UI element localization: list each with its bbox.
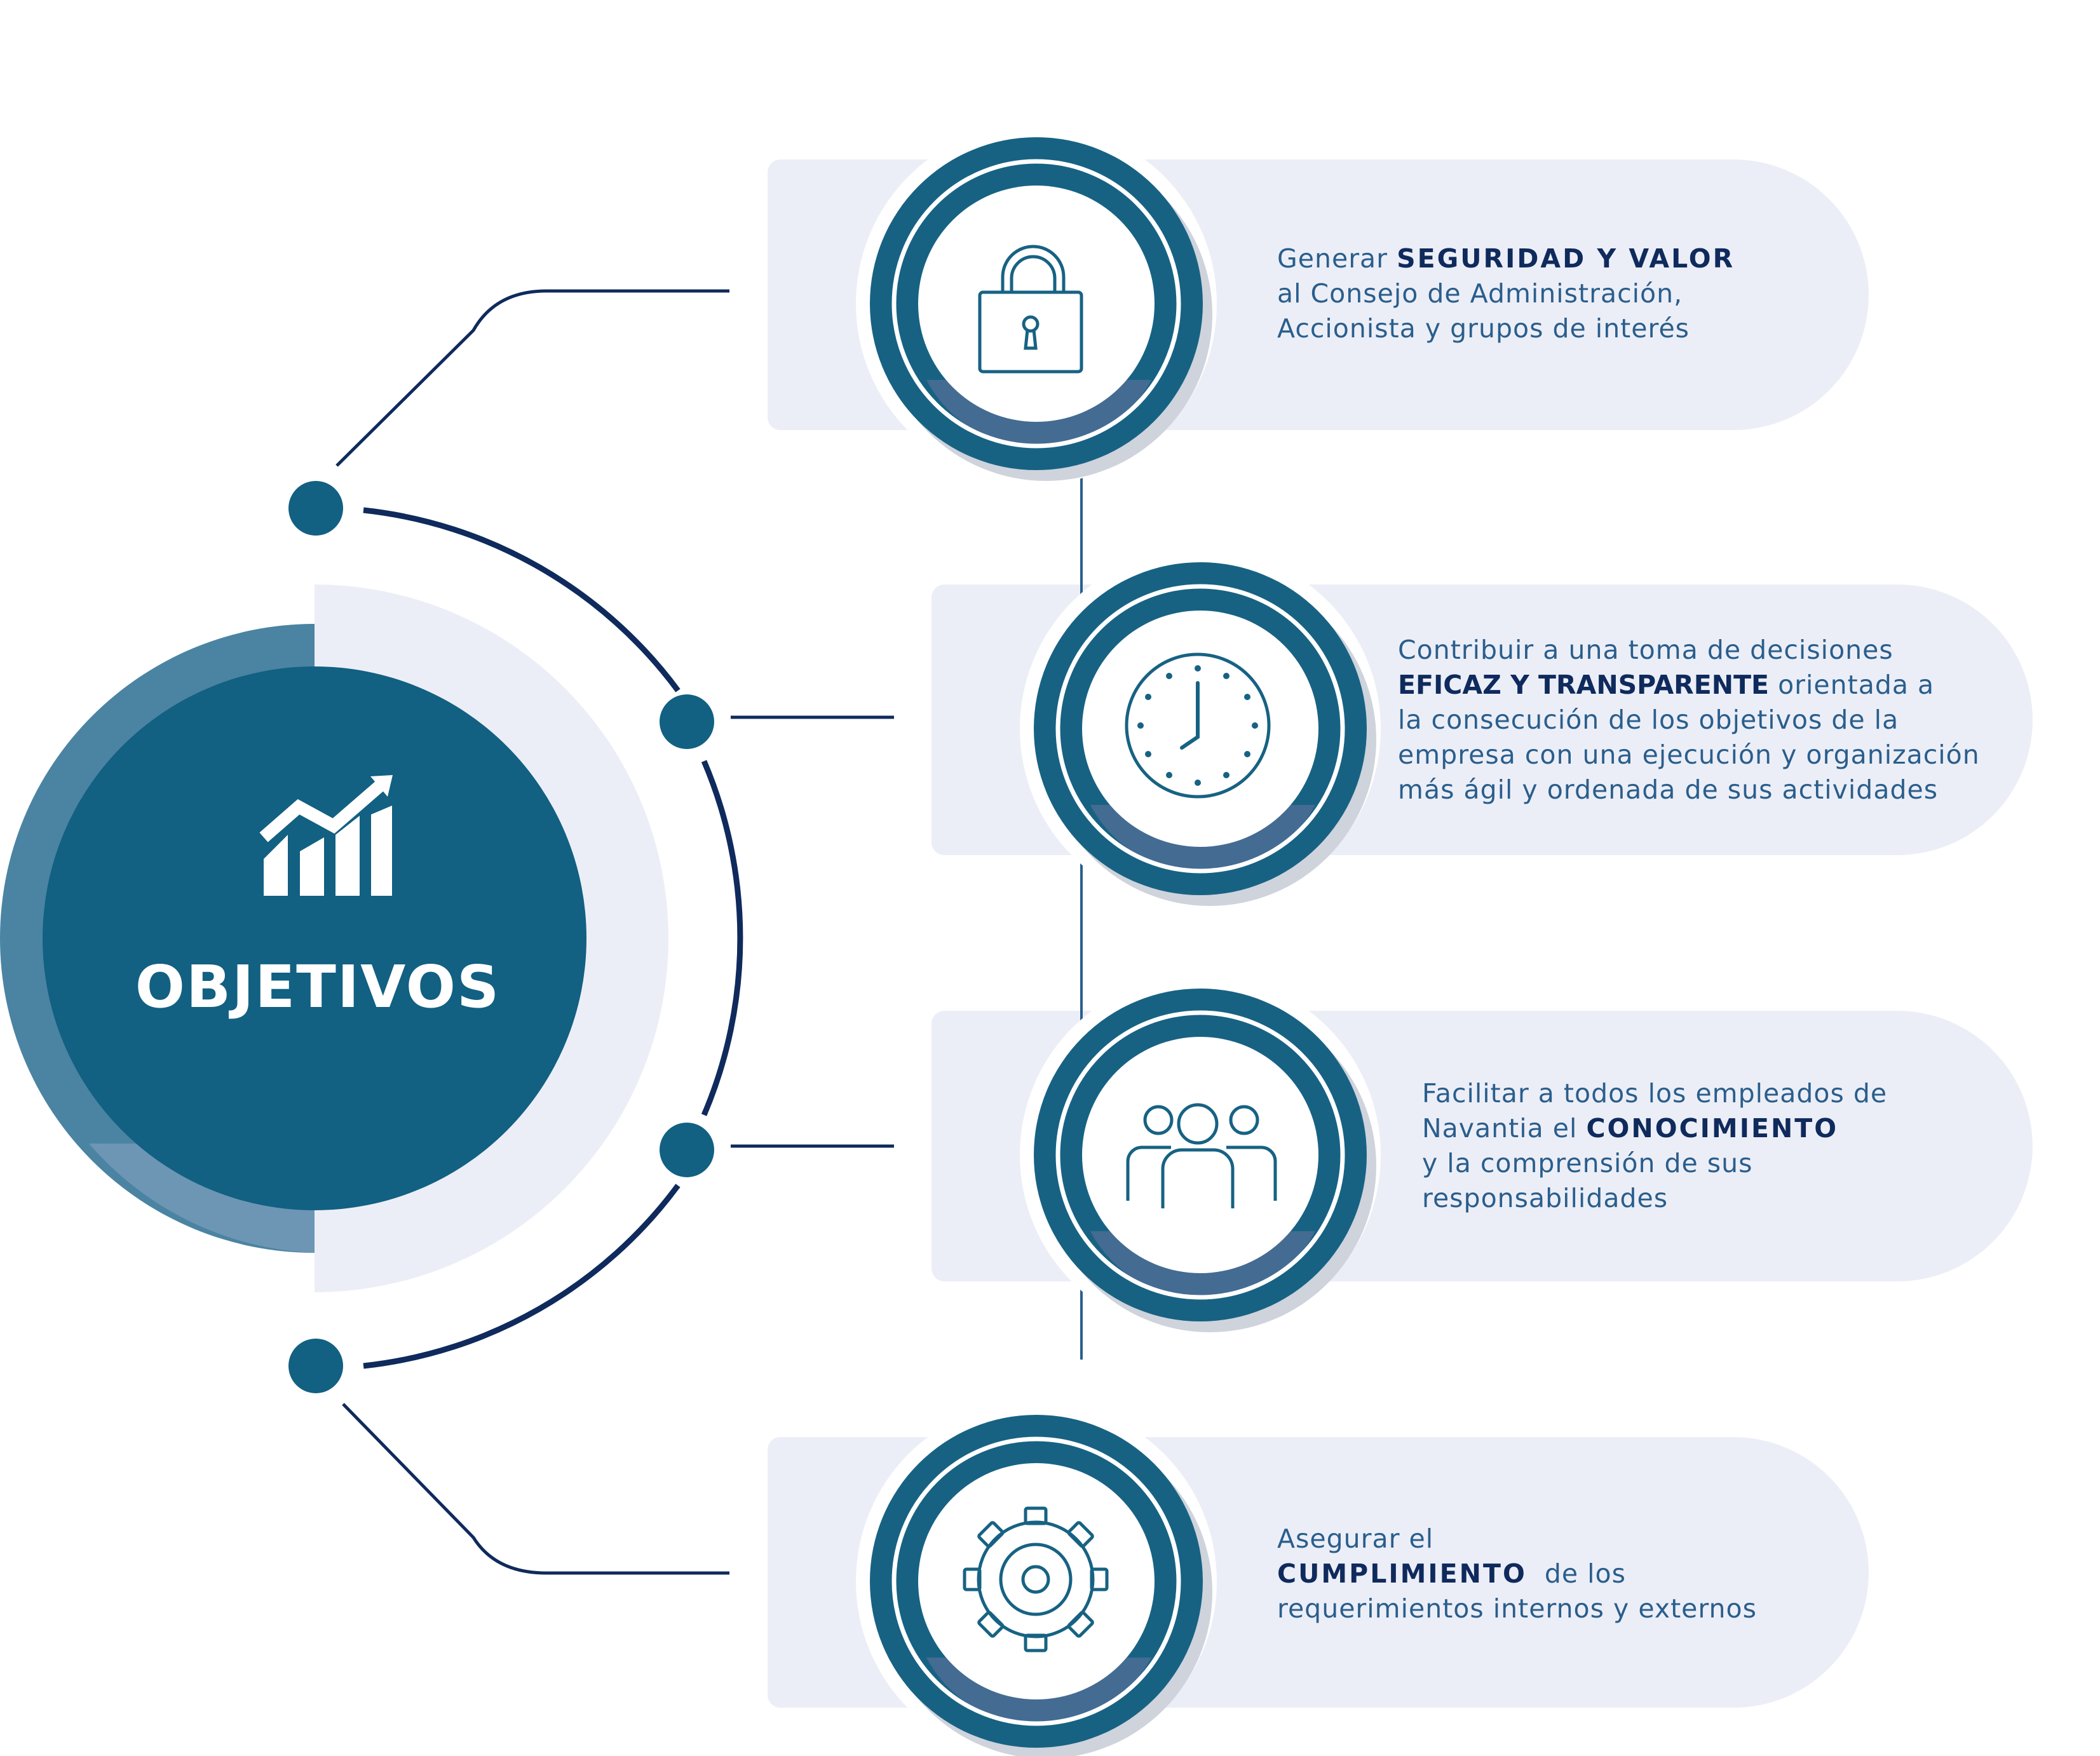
objective-2-line-1: Contribuir a una toma de decisiones: [1398, 635, 1893, 665]
objective-3-line-3: y la comprensión de sus: [1422, 1148, 1753, 1179]
objective-1-line-1: Generar SEGURIDAD Y VALOR: [1277, 243, 1735, 274]
objective-2-line-5: más ágil y ordenada de sus actividades: [1398, 774, 1939, 805]
arc-dot-1: [288, 481, 343, 536]
icon-node-3: [1020, 975, 1381, 1335]
objective-3-text: Facilitar a todos los empleados de Navan…: [1422, 1076, 1887, 1216]
icon-node-4: [856, 1401, 1217, 1756]
objective-1-text: Generar SEGURIDAD Y VALOR al Consejo de …: [1277, 241, 1735, 346]
branch-lines: [335, 289, 894, 1575]
center-title: OBJETIVOS: [135, 953, 501, 1021]
icon-node-2: [1020, 548, 1381, 909]
icon-node-1: [856, 123, 1217, 484]
clock-icon: [1125, 652, 1271, 799]
objective-4-line-1: Asegurar el: [1277, 1523, 1434, 1554]
objective-1-line-3: Accionista y grupos de interés: [1277, 313, 1690, 344]
objective-2-text: Contribuir a una toma de decisiones EFIC…: [1398, 633, 1980, 807]
objective-4-text: Asegurar el CUMPLIMIENTO de los requerim…: [1277, 1522, 1757, 1626]
objective-2-line-4: empresa con una ejecución y organización: [1398, 740, 1980, 770]
objective-4-line-3: requerimientos internos y externos: [1277, 1593, 1757, 1624]
center-disc: [43, 666, 586, 1210]
objective-2-line-2: EFICAZ Y TRANSPARENTE orientada a: [1398, 670, 1935, 700]
objective-4-line-2: CUMPLIMIENTO de los: [1277, 1558, 1626, 1589]
arc-dot-4: [288, 1339, 343, 1393]
arc-dots: [288, 481, 714, 1393]
objective-3-line-1: Facilitar a todos los empleados de: [1422, 1078, 1888, 1109]
gear-icon: [963, 1506, 1109, 1652]
center-node: [0, 624, 586, 1253]
objective-3-line-4: responsabilidades: [1422, 1183, 1669, 1213]
connector-arc: [363, 507, 743, 1369]
lock-icon: [978, 245, 1083, 374]
arc-dot-3: [660, 1123, 714, 1177]
objective-2-line-3: la consecución de los objetivos de la: [1398, 705, 1899, 735]
growth-chart-icon: [259, 775, 393, 896]
people-icon: [1126, 1103, 1277, 1208]
arc-dot-2: [660, 694, 714, 749]
objective-1-line-2: al Consejo de Administración,: [1277, 278, 1683, 309]
objective-3-line-2: Navantia el CONOCIMIENTO: [1422, 1113, 1839, 1144]
